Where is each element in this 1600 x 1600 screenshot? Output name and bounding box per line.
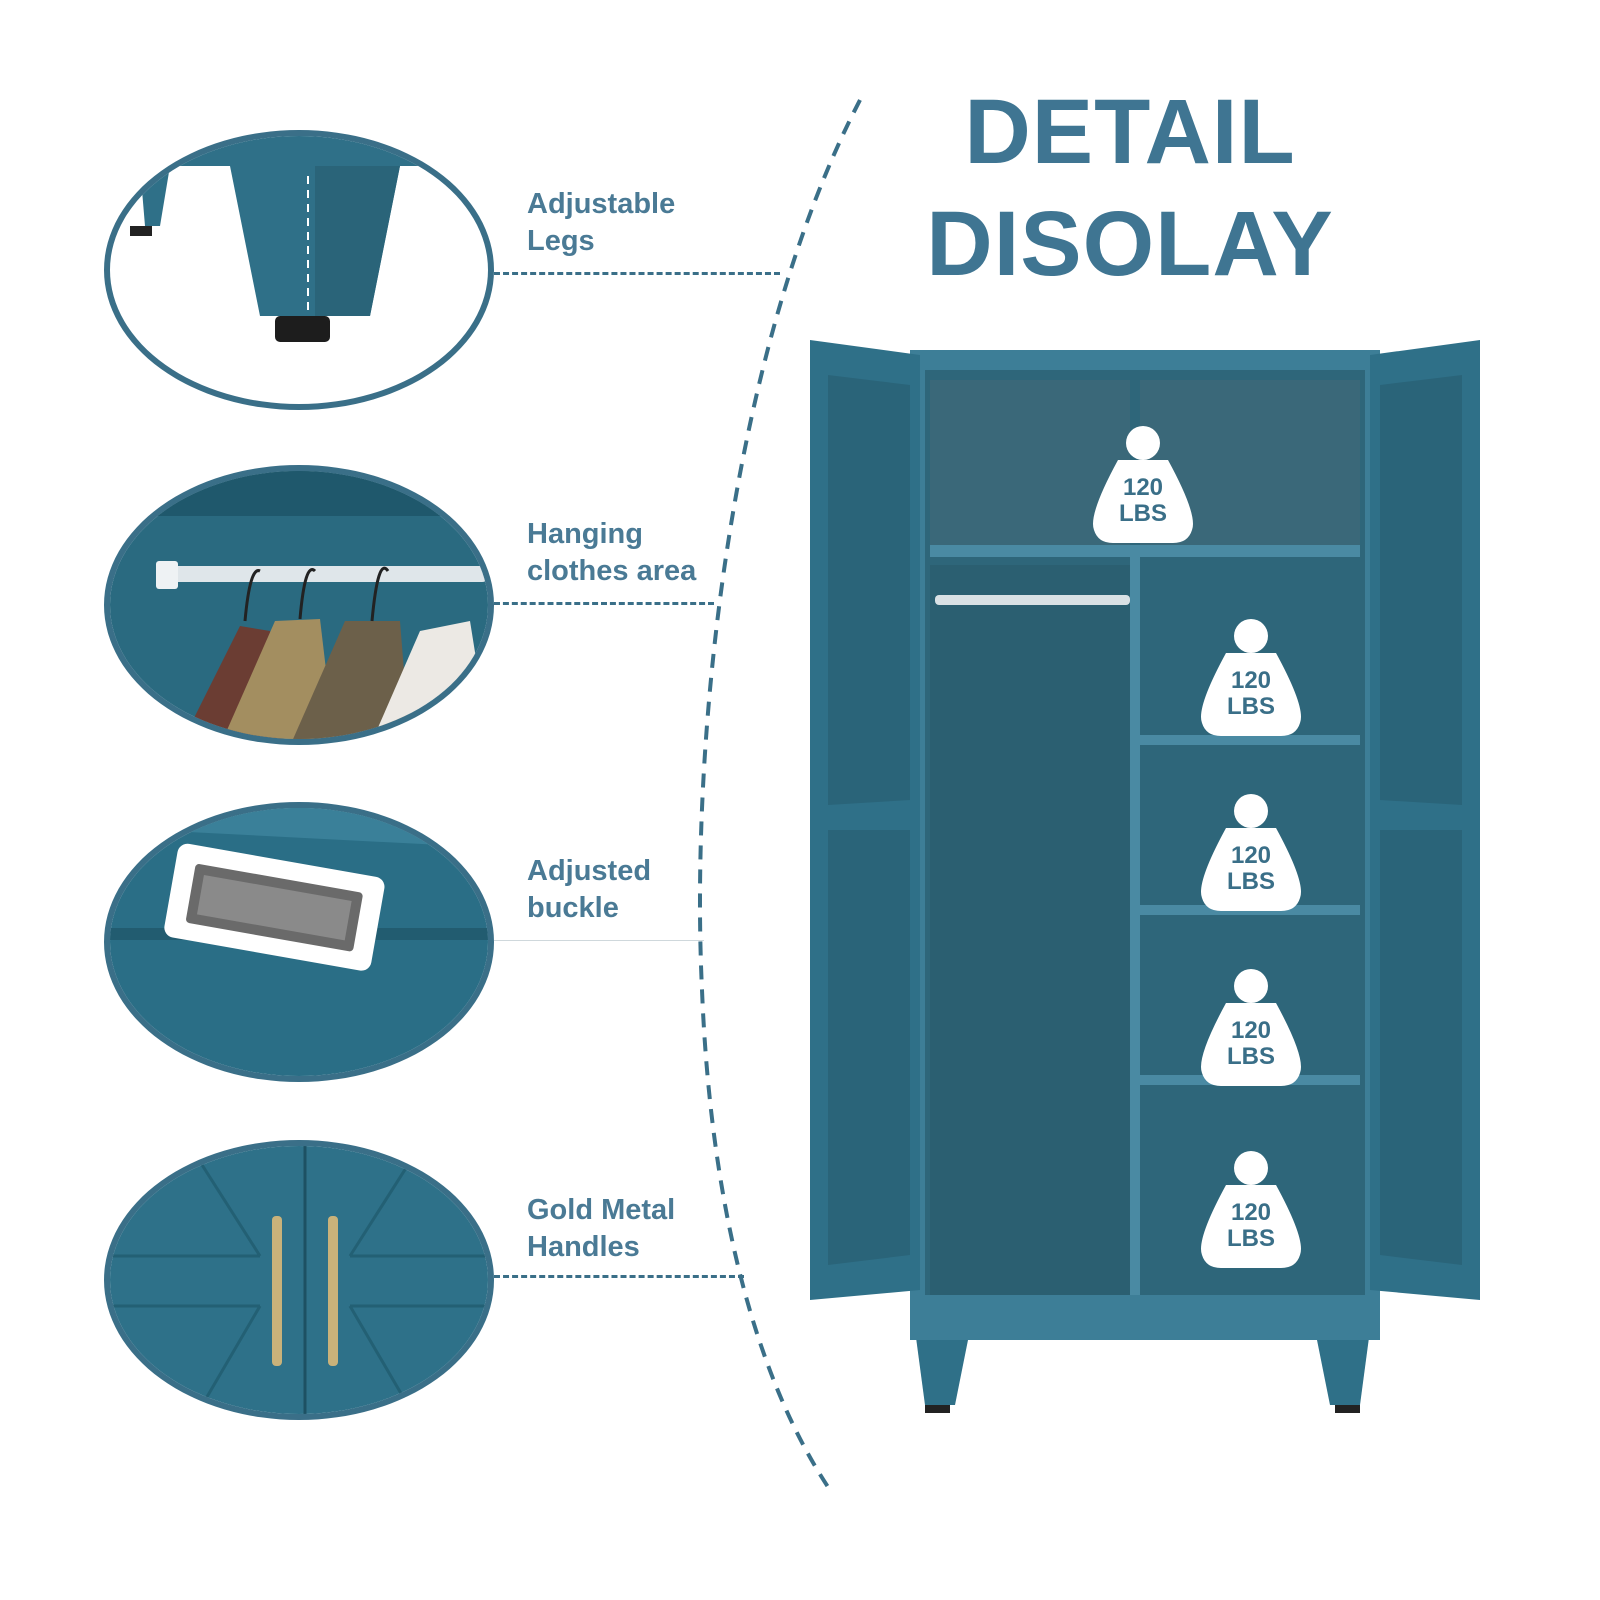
weight-badge-bottom-shelf: 120 LBS [1196, 1150, 1306, 1270]
clothes-closeup-image [110, 471, 488, 739]
feature-label-adjustable-legs: Adjustable Legs [527, 188, 676, 257]
feature-label-adjusted-buckle: Adjusted buckle [527, 855, 652, 924]
weight-badge-shelf-3: 120 LBS [1196, 793, 1306, 913]
weight-icon [1201, 794, 1301, 911]
callout-gold-handles [104, 1140, 494, 1420]
weight-badge-top-shelf: 120 LBS [1088, 425, 1198, 545]
feature-label-gold-handles: Gold Metal Handles [527, 1194, 676, 1263]
handles-closeup-image [110, 1146, 488, 1414]
weight-icon [1093, 426, 1193, 543]
gold-handle-right [328, 1216, 338, 1366]
title-line-2: DISOLAY [926, 193, 1334, 295]
dashed-curve-divider [698, 99, 862, 1492]
weight-badge-shelf-4: 120 LBS [1196, 968, 1306, 1088]
leg-closeup-image [110, 136, 488, 342]
callout-hanging-clothes [104, 465, 494, 745]
feature-label-hanging-clothes: Hanging clothes area [527, 518, 697, 587]
callout-adjusted-buckle [104, 802, 494, 1082]
weight-icon [1201, 1151, 1301, 1268]
connector-gold-handles [494, 1275, 744, 1278]
weight-badge-shelf-2: 120 LBS [1196, 618, 1306, 738]
gold-handle-left [272, 1216, 282, 1366]
connector-adjusted-buckle [494, 940, 704, 941]
connector-adjustable-legs [494, 272, 780, 275]
title-line-1: DETAIL [964, 81, 1296, 183]
callout-adjustable-legs [104, 130, 494, 410]
weight-icon [1201, 619, 1301, 736]
buckle-closeup-image [110, 808, 488, 1076]
weight-icon [1201, 969, 1301, 1086]
connector-hanging-clothes [494, 602, 714, 605]
